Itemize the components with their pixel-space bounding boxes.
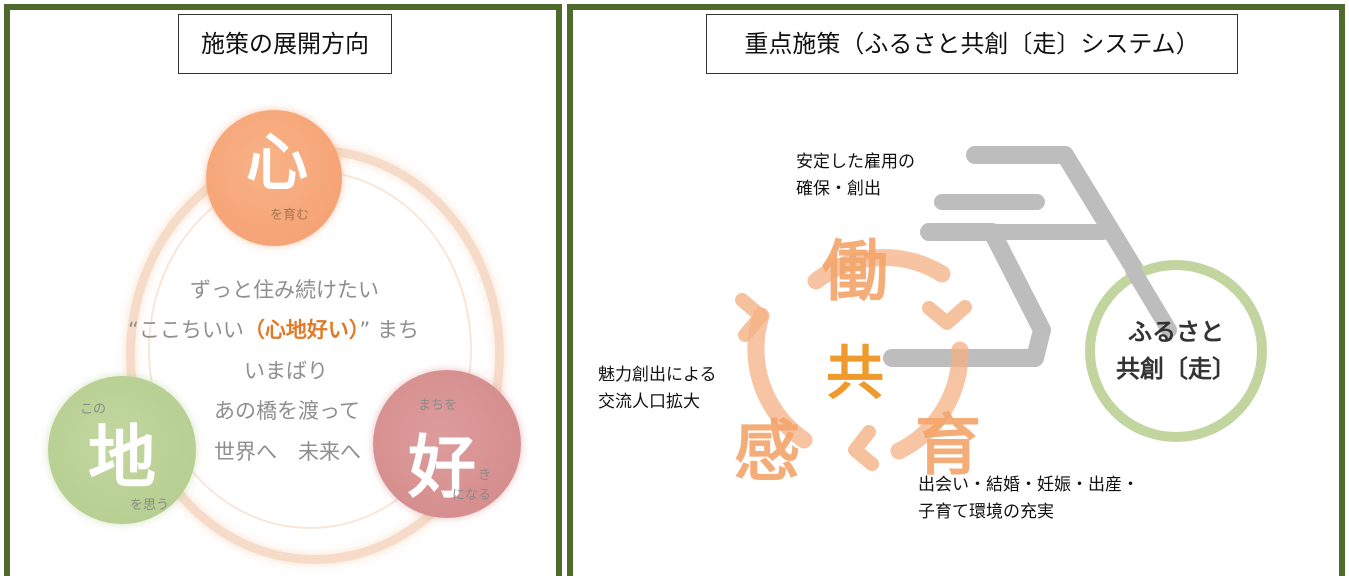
slogan-line-2-close: ” まち xyxy=(359,318,419,342)
like-prefix: まちを xyxy=(418,398,458,413)
attraction-annotation-line-1: 魅力創出による xyxy=(598,365,717,385)
employment-annotation-line-1: 安定した雇用の xyxy=(796,152,915,172)
arrow-head-right xyxy=(922,300,972,330)
slogan-line-4: あの橋を渡って xyxy=(214,399,360,423)
wheel-label-line-2: 共創〔走〕 xyxy=(1116,355,1236,383)
wheel-spoke xyxy=(1125,262,1177,338)
heart-caption: を育む xyxy=(270,208,310,223)
slogan-line-5: 世界へ 未来へ xyxy=(214,440,361,464)
like-suffix: き xyxy=(478,468,492,483)
attraction-annotation: 魅力創出による 交流人口拡大 xyxy=(598,362,717,416)
cycle-feel-kanji: 感 xyxy=(734,412,800,490)
cycle-work-kanji: 働 xyxy=(822,232,888,310)
cycle-raise-kanji: 育 xyxy=(915,406,981,484)
cycle-arc-left xyxy=(747,307,813,449)
cycle-center-kanji: 共 xyxy=(826,339,885,407)
earth-caption: を思う xyxy=(130,498,170,513)
heart-kanji: 心 xyxy=(246,126,309,199)
attraction-annotation-line-2: 交流人口拡大 xyxy=(598,392,700,412)
bicycle-body-tube xyxy=(883,223,1051,367)
slogan-line-1: ずっと住み続けたい xyxy=(190,278,379,302)
left-panel-title: 施策の展開方向 xyxy=(178,14,392,74)
employment-annotation: 安定した雇用の 確保・創出 xyxy=(796,149,915,203)
slogan-line-2-open: “ここちいい xyxy=(128,318,244,342)
like-kanji: 好 xyxy=(408,428,477,508)
right-panel-title: 重点施策（ふるさと共創〔走〕システム） xyxy=(706,14,1238,74)
slogan-line-3: いまばり xyxy=(244,359,328,383)
cycle-arc-top xyxy=(807,248,951,290)
family-annotation-line-2: 子育て環境の充実 xyxy=(918,502,1054,522)
earth-prefix: この xyxy=(80,402,107,417)
cycle-arc-right xyxy=(890,341,969,460)
wheel-label-line-1: ふるさと xyxy=(1128,318,1224,346)
employment-annotation-line-2: 確保・創出 xyxy=(796,179,881,199)
bicycle-wheel xyxy=(1085,260,1267,442)
like-caption: になる xyxy=(452,488,492,503)
earth-node xyxy=(48,376,196,524)
arrow-head-bottom xyxy=(848,425,879,471)
family-annotation-line-1: 出会い・結婚・妊娠・出産・ xyxy=(918,475,1139,495)
wheel-label: ふるさと 共創〔走〕 xyxy=(1100,314,1252,388)
family-annotation: 出会い・結婚・妊娠・出産・ 子育て環境の充実 xyxy=(918,472,1139,526)
slogan-line-2: “ここちいい（心地好い）” まち xyxy=(128,314,419,344)
arrow-head-left xyxy=(735,293,768,342)
like-node xyxy=(373,370,521,518)
earth-kanji: 地 xyxy=(88,418,157,498)
slogan-highlight: （心地好い） xyxy=(243,318,360,342)
heart-node xyxy=(206,110,342,246)
